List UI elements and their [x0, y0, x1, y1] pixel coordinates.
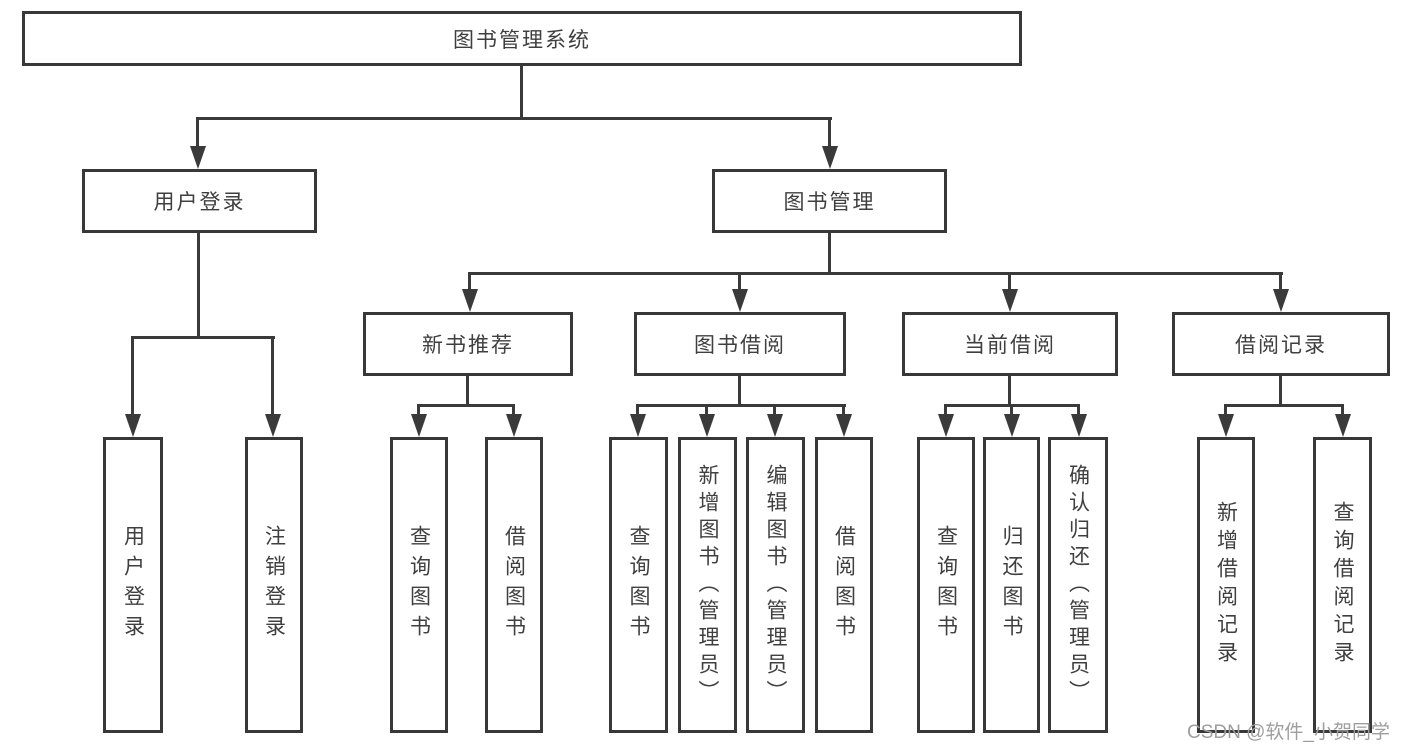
connector-line	[1224, 404, 1344, 407]
leaf-label: 借阅图书	[832, 525, 856, 645]
connector-line	[773, 404, 776, 416]
leaf-label: 用户登录	[121, 525, 145, 645]
node-book-management: 图书管理	[712, 169, 947, 233]
connector-line	[468, 272, 471, 292]
connector-line	[1224, 404, 1227, 416]
connector-line	[131, 336, 134, 416]
node-leaf-current-query-books: 查询图书	[917, 437, 975, 733]
node-borrow-records: 借阅记录	[1172, 312, 1390, 376]
node-leaf-recommend-query-books: 查询图书	[390, 437, 448, 733]
leaf-label: 归还图书	[1000, 525, 1023, 645]
connector-line	[196, 117, 832, 120]
connector-line	[512, 404, 515, 416]
node-book-borrow: 图书借阅	[634, 312, 846, 376]
connector-line	[738, 272, 741, 292]
node-leaf-logout: 注销登录	[245, 437, 303, 733]
node-leaf-add-books-admin: 新增图书（管理员）	[678, 437, 737, 733]
node-leaf-return-books: 归还图书	[983, 437, 1040, 733]
arrow-down-icon	[265, 414, 281, 437]
node-leaf-query-borrow-record: 查询借阅记录	[1313, 437, 1372, 733]
arrow-down-icon	[190, 146, 206, 169]
leaf-label: 确认归还（管理员）	[1066, 463, 1090, 707]
node-user-login: 用户登录	[82, 169, 317, 233]
connector-line	[1010, 404, 1013, 416]
arrow-down-icon	[732, 289, 748, 312]
arrow-down-icon	[822, 146, 838, 169]
leaf-label: 注销登录	[262, 525, 286, 645]
connector-line	[131, 336, 275, 339]
arrow-down-icon	[938, 414, 954, 437]
connector-line	[944, 404, 947, 416]
node-root-label: 图书管理系统	[453, 28, 591, 52]
node-book-borrow-label: 图书借阅	[694, 334, 786, 357]
leaf-label: 查询借阅记录	[1331, 501, 1354, 669]
leaf-label: 新增借阅记录	[1214, 501, 1238, 669]
arrow-down-icon	[1004, 414, 1020, 437]
connector-line	[636, 404, 639, 416]
connector-line	[520, 66, 523, 119]
arrow-down-icon	[1002, 289, 1018, 312]
connector-line	[466, 376, 469, 406]
node-new-book-recommend: 新书推荐	[363, 312, 573, 376]
arrow-down-icon	[1273, 289, 1289, 312]
node-leaf-borrow-books: 借阅图书	[815, 437, 873, 733]
connector-line	[738, 376, 741, 406]
watermark: CSDN @软件_小贺同学	[1187, 722, 1390, 743]
connector-line	[196, 117, 199, 147]
connector-line	[271, 336, 274, 416]
leaf-label: 查询图书	[627, 525, 650, 645]
leaf-label: 借阅图书	[502, 525, 526, 645]
node-leaf-add-borrow-record: 新增借阅记录	[1197, 437, 1255, 733]
node-new-book-recommend-label: 新书推荐	[422, 334, 514, 357]
leaf-label: 编辑图书（管理员）	[764, 463, 787, 707]
node-current-borrow-label: 当前借阅	[964, 334, 1056, 357]
connector-line	[842, 404, 845, 416]
connector-line	[417, 404, 420, 416]
leaf-label: 新增图书（管理员）	[696, 463, 719, 707]
connector-line	[1279, 272, 1282, 292]
node-leaf-user-login: 用户登录	[103, 437, 163, 733]
connector-line	[1008, 376, 1011, 406]
connector-line	[1077, 404, 1080, 416]
connector-line	[417, 404, 515, 407]
arrow-down-icon	[506, 414, 522, 437]
connector-line	[1279, 376, 1282, 406]
connector-line	[1008, 272, 1011, 292]
arrow-down-icon	[1335, 414, 1351, 437]
connector-line	[636, 404, 846, 407]
node-leaf-recommend-borrow-books: 借阅图书	[485, 437, 543, 733]
arrow-down-icon	[1071, 414, 1087, 437]
node-root: 图书管理系统	[22, 11, 1022, 66]
arrow-down-icon	[630, 414, 646, 437]
connector-line	[828, 117, 831, 147]
node-leaf-edit-books-admin: 编辑图书（管理员）	[746, 437, 805, 733]
connector-line	[197, 233, 200, 339]
connector-line	[828, 233, 831, 275]
node-borrow-records-label: 借阅记录	[1235, 334, 1327, 357]
arrow-down-icon	[699, 414, 715, 437]
arrow-down-icon	[767, 414, 783, 437]
arrow-down-icon	[411, 414, 427, 437]
arrow-down-icon	[836, 414, 852, 437]
connector-line	[705, 404, 708, 416]
leaf-label: 查询图书	[934, 525, 958, 645]
connector-line	[468, 272, 1283, 275]
node-user-login-label: 用户登录	[153, 191, 246, 214]
arrow-down-icon	[125, 414, 141, 437]
connector-line	[1341, 404, 1344, 416]
leaf-label: 查询图书	[407, 525, 431, 645]
node-book-management-label: 图书管理	[783, 191, 876, 214]
arrow-down-icon	[1218, 414, 1234, 437]
node-leaf-borrow-query-books: 查询图书	[609, 437, 668, 733]
node-leaf-confirm-return-admin: 确认归还（管理员）	[1048, 437, 1108, 733]
arrow-down-icon	[462, 289, 478, 312]
node-current-borrow: 当前借阅	[902, 312, 1118, 376]
